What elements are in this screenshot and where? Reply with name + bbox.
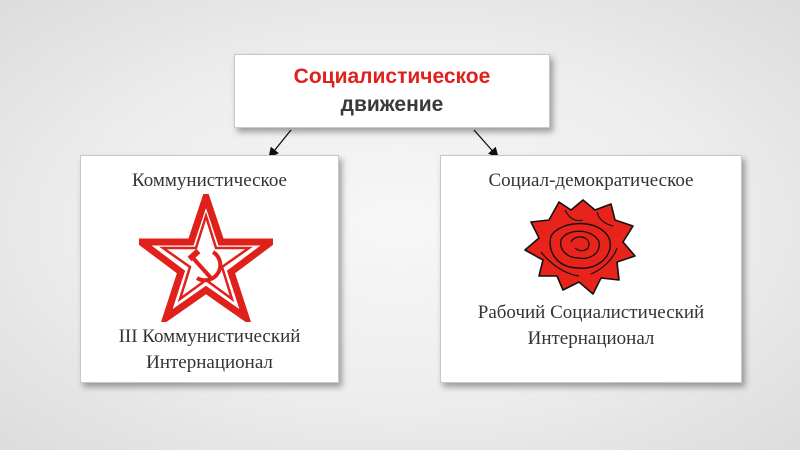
arrow-right — [473, 129, 499, 158]
social-democratic-heading: Социал-демократическое — [488, 170, 694, 191]
root-node-box: Социалистическое движение — [234, 54, 550, 128]
red-rose-icon — [524, 199, 636, 295]
communist-caption-line2: Интернационал — [146, 352, 273, 373]
root-title-line2: движение — [340, 93, 444, 116]
social-democratic-caption: Рабочий Социалистический Интернационал — [441, 300, 741, 352]
social-democratic-node-box: Социал-демократическое Рабочий Социалист… — [440, 155, 742, 383]
hammer-sickle-star-icon — [139, 194, 273, 322]
social-democratic-caption-line1: Рабочий Социалистический — [477, 302, 705, 323]
arrow-left — [268, 129, 292, 159]
root-title-line1: Социалистическое — [293, 65, 491, 88]
communist-caption-line1: III Коммунистический — [118, 326, 301, 347]
communist-caption: III Коммунистический Интернационал — [81, 324, 338, 376]
communist-node-box: Коммунистическое III Коммунистический Ин… — [80, 155, 339, 383]
social-democratic-caption-line2: Интернационал — [527, 328, 655, 349]
communist-heading: Коммунистическое — [132, 170, 287, 191]
